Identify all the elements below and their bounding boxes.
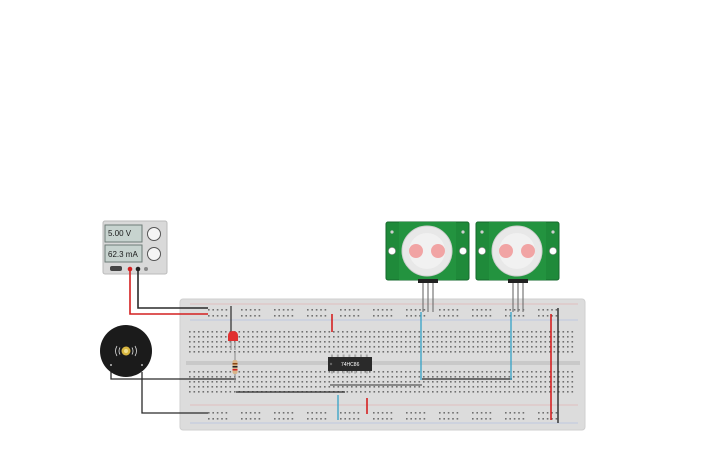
mount-hole-icon — [549, 247, 557, 255]
power-switch[interactable] — [110, 266, 122, 271]
buzzer[interactable] — [100, 325, 152, 377]
pot-icon — [480, 230, 484, 234]
wire-black-ground[interactable] — [137, 271, 208, 309]
current-display: 62.3 mA — [108, 250, 138, 259]
pir-lens-right-icon — [431, 244, 445, 258]
mount-hole-icon — [459, 247, 467, 255]
mount-hole-icon — [388, 247, 396, 255]
pir-lens-left-icon — [409, 244, 423, 258]
pir-sensor-2[interactable] — [475, 221, 560, 312]
negative-terminal-icon[interactable] — [135, 266, 141, 272]
positive-terminal-icon[interactable] — [127, 266, 133, 272]
led-icon — [228, 331, 238, 341]
chip-icon — [328, 357, 372, 371]
ic-chip[interactable]: 74HC86 — [328, 354, 372, 374]
pot-icon — [390, 230, 394, 234]
pot-icon — [461, 230, 465, 234]
mount-hole-icon — [478, 247, 486, 255]
current-knob-icon[interactable] — [147, 247, 161, 261]
wire-buzzer-neg[interactable] — [110, 370, 236, 380]
pir-sensor-1[interactable] — [385, 221, 470, 312]
wire-buzzer-pos[interactable] — [141, 372, 208, 414]
voltage-knob-icon[interactable] — [147, 227, 161, 241]
pot-icon — [551, 230, 555, 234]
breadboard[interactable] — [179, 298, 586, 431]
pir-lens-right-icon — [521, 244, 535, 258]
wires[interactable] — [110, 271, 559, 423]
pir-lens-left-icon — [499, 244, 513, 258]
power-supply[interactable]: 5.00 V 62.3 mA — [102, 220, 168, 275]
led[interactable] — [228, 331, 238, 350]
wire-red-power[interactable] — [129, 271, 208, 315]
voltage-display: 5.00 V — [108, 229, 132, 238]
chip-label: 74HC86 — [341, 362, 360, 368]
resistor[interactable] — [232, 352, 238, 382]
ground-terminal-icon[interactable] — [144, 267, 148, 271]
breadboard-holes[interactable] — [189, 309, 574, 420]
